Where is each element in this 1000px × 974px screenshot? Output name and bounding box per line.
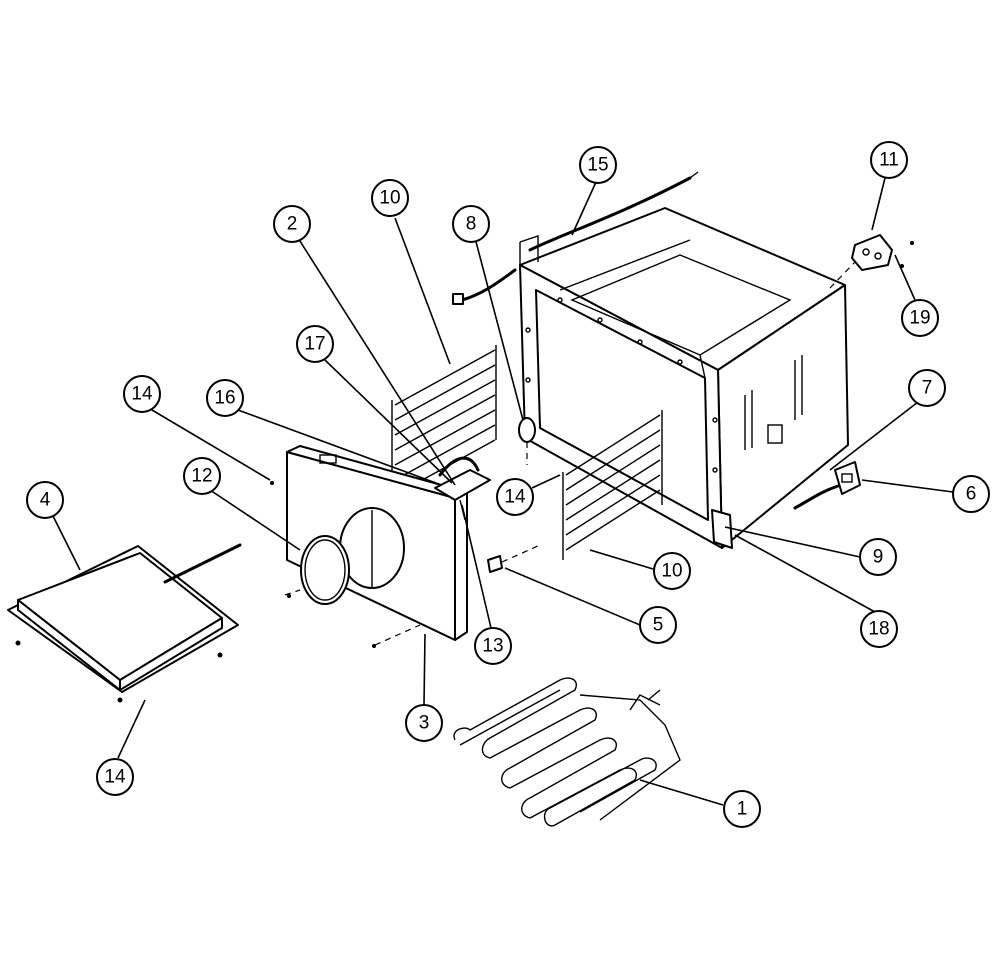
callout-4: 4 <box>26 481 64 519</box>
callout-3-label: 3 <box>419 713 430 734</box>
callout-16-label: 16 <box>214 388 235 409</box>
callout-18-label: 18 <box>868 619 889 640</box>
callout-5-label: 5 <box>653 615 664 636</box>
callout-4-label: 4 <box>40 490 51 511</box>
callout-10-lower: 10 <box>653 552 691 590</box>
callout-8: 8 <box>452 205 490 243</box>
callout-14-middle-label: 14 <box>504 487 526 508</box>
callout-2: 2 <box>273 205 311 243</box>
oven-light <box>518 417 536 465</box>
callout-8-label: 8 <box>466 214 477 235</box>
callout-11: 11 <box>870 141 908 179</box>
callout-6: 6 <box>952 475 990 513</box>
leader-lines <box>52 177 954 806</box>
callout-19: 19 <box>901 299 939 337</box>
callout-16: 16 <box>206 379 244 417</box>
callout-12-label: 12 <box>191 466 212 487</box>
callout-1: 1 <box>723 790 761 828</box>
element-bracket <box>434 456 491 521</box>
front-panel <box>270 445 468 648</box>
light-gasket-ring <box>300 535 350 605</box>
top-cover-panel <box>7 543 242 703</box>
callout-18: 18 <box>860 610 898 648</box>
callout-11-label: 11 <box>879 150 899 171</box>
callout-14-left: 14 <box>123 375 161 413</box>
bake-element <box>453 677 681 827</box>
callout-19-label: 19 <box>909 308 930 329</box>
callout-5: 5 <box>639 606 677 644</box>
callout-10-upper-label: 10 <box>379 188 400 209</box>
callout-1-label: 1 <box>737 799 748 820</box>
callout-10-lower-label: 10 <box>661 561 682 582</box>
callout-14-middle: 14 <box>496 478 534 516</box>
callout-15: 15 <box>579 146 617 184</box>
callout-7: 7 <box>908 369 946 407</box>
bracket-5 <box>487 544 541 573</box>
callout-10-upper: 10 <box>371 179 409 217</box>
callout-9: 9 <box>859 538 897 576</box>
oven-thermostat <box>829 234 914 289</box>
callout-15-label: 15 <box>587 155 608 176</box>
callout-14-left-label: 14 <box>131 384 153 405</box>
rack-support-right <box>562 410 663 560</box>
callout-2-label: 2 <box>287 214 298 235</box>
callout-13-label: 13 <box>482 636 503 657</box>
callout-9-label: 9 <box>873 547 884 568</box>
oven-sensor <box>793 461 861 510</box>
callout-13: 13 <box>474 627 512 665</box>
callout-17-label: 17 <box>304 334 325 355</box>
callout-6-label: 6 <box>966 484 977 505</box>
callout-7-label: 7 <box>922 378 933 399</box>
callout-12: 12 <box>183 457 221 495</box>
callout-14-bottom: 14 <box>96 758 134 796</box>
callout-3: 3 <box>405 704 443 742</box>
callout-14-bottom-label: 14 <box>104 767 126 788</box>
oven-cavity <box>519 207 849 549</box>
callout-17: 17 <box>296 325 334 363</box>
